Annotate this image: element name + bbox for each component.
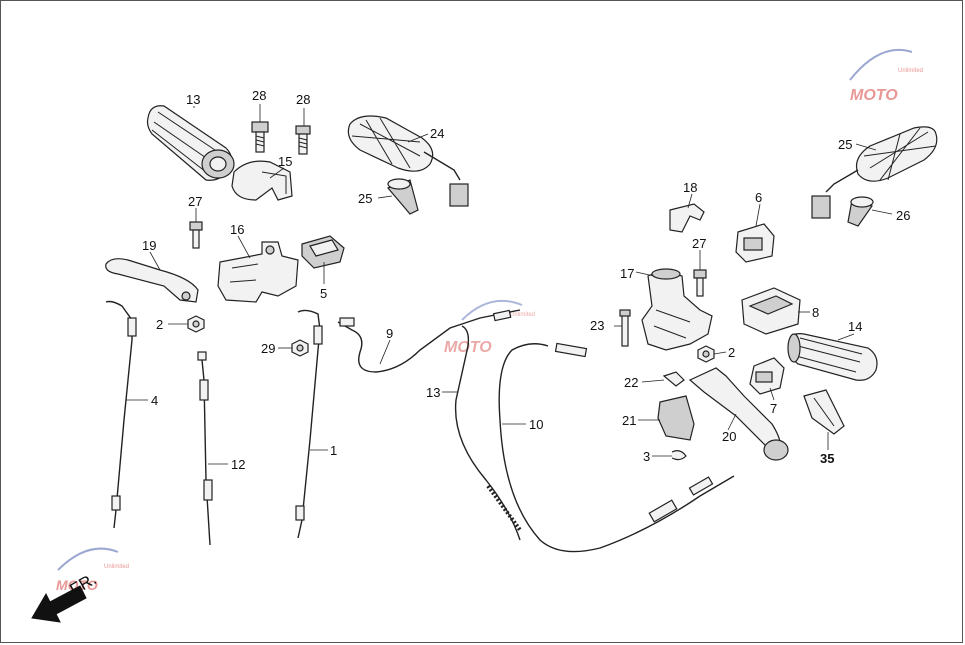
callout-labels: 13 28 28 15 27 16 5 19 2 29 4 12 1 9 13 … xyxy=(142,88,910,472)
callout-21: 21 xyxy=(622,413,636,428)
part-2-nut-left xyxy=(187,315,205,333)
callout-4: 4 xyxy=(151,393,158,408)
callout-2a: 2 xyxy=(156,317,163,332)
leader-lines xyxy=(126,104,893,465)
callout-24: 24 xyxy=(430,126,444,141)
front-direction-arrow-icon xyxy=(31,585,87,623)
part-27-screw-left xyxy=(189,221,203,249)
callout-22: 22 xyxy=(624,375,638,390)
part-13-left-grip xyxy=(146,105,235,181)
part-11-cable xyxy=(454,325,522,541)
callout-19: 19 xyxy=(142,238,156,253)
part-4-cable xyxy=(105,300,137,529)
part-6-switch xyxy=(735,223,775,263)
callout-27b: 27 xyxy=(692,236,706,251)
callout-14: 14 xyxy=(848,319,862,334)
part-10-cable xyxy=(498,342,735,553)
callout-18: 18 xyxy=(683,180,697,195)
part-12-cable xyxy=(197,351,213,546)
svg-text:Unlimited: Unlimited xyxy=(898,68,923,74)
part-28-bolt-a xyxy=(251,121,269,153)
callout-13: 13 xyxy=(186,92,200,107)
part-16-lever-bracket xyxy=(217,241,299,303)
callout-23: 23 xyxy=(590,318,604,333)
callout-16: 16 xyxy=(230,222,244,237)
part-17-brake-master-cylinder xyxy=(641,268,713,351)
part-5-switch xyxy=(301,235,345,269)
part-27-screw-right xyxy=(693,269,707,297)
callout-8: 8 xyxy=(812,305,819,320)
callout-5: 5 xyxy=(320,286,327,301)
svg-text:MOTO: MOTO xyxy=(850,87,898,104)
callout-35: 35 xyxy=(820,451,834,466)
part-29-nut xyxy=(291,339,309,357)
part-7-switch xyxy=(749,357,785,395)
callout-6: 6 xyxy=(755,190,762,205)
part-28-bolt-b xyxy=(295,125,311,155)
watermark-logo-middle: MOTO Unlimited xyxy=(444,299,535,356)
callout-25b: 26 xyxy=(896,208,910,223)
part-18-clip xyxy=(669,203,705,233)
part-8-switch xyxy=(741,287,801,335)
part-26-mirror-right xyxy=(811,126,938,219)
callout-10: 10 xyxy=(529,417,543,432)
callout-2b: 2 xyxy=(728,345,735,360)
callout-26: 25 xyxy=(838,137,852,152)
svg-text:Unlimited: Unlimited xyxy=(510,312,535,318)
part-35-reflector xyxy=(803,389,845,435)
callout-15: 15 xyxy=(278,154,292,169)
callout-17: 17 xyxy=(620,266,634,281)
callout-12: 12 xyxy=(231,457,245,472)
callout-3: 3 xyxy=(643,449,650,464)
part-14-right-grip xyxy=(787,333,878,381)
callout-27a: 27 xyxy=(188,194,202,209)
part-21-cover xyxy=(657,395,695,441)
part-23-pin xyxy=(619,309,631,347)
part-3-clip xyxy=(671,450,687,461)
callout-11: 13 xyxy=(426,385,440,400)
part-22-clip xyxy=(662,371,685,387)
svg-text:Unlimited: Unlimited xyxy=(104,564,129,570)
svg-text:MOTO: MOTO xyxy=(56,577,98,593)
part-2-nut-right xyxy=(697,345,715,363)
part-15-throttle-housing xyxy=(231,160,293,201)
callout-7: 7 xyxy=(770,401,777,416)
callout-25a: 25 xyxy=(358,191,372,206)
part-20-brake-lever xyxy=(688,367,789,461)
part-25-boot-right xyxy=(847,196,874,227)
callout-29: 29 xyxy=(261,341,275,356)
callout-1: 1 xyxy=(330,443,337,458)
part-1-cable xyxy=(295,309,323,539)
part-19-clutch-lever xyxy=(105,258,199,303)
watermark-logo-top: MOTO Unlimited xyxy=(849,48,923,104)
part-25-boot-left xyxy=(386,178,419,215)
callout-28b: 28 xyxy=(296,92,310,107)
part-9-cable xyxy=(337,309,521,373)
part-24-mirror-left xyxy=(347,115,469,207)
callout-9: 9 xyxy=(386,326,393,341)
callout-28a: 28 xyxy=(252,88,266,103)
watermark-logo-bottom: MOTO Unlimited xyxy=(56,547,129,593)
callout-20: 20 xyxy=(722,429,736,444)
